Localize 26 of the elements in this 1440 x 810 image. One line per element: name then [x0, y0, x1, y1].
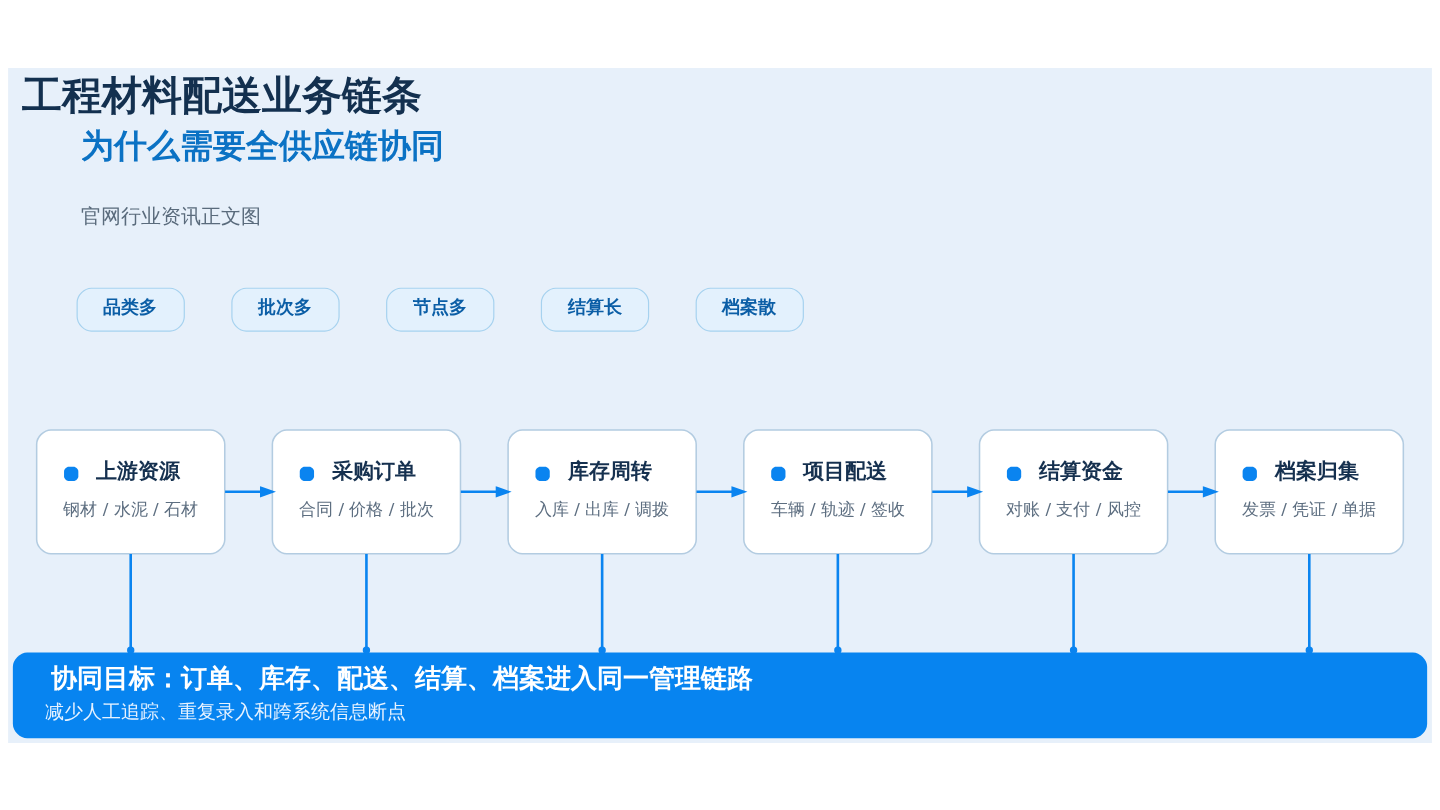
arrow: [225, 485, 276, 497]
connector: [362, 553, 371, 654]
node-box: 节点多: [386, 287, 495, 332]
node-box: 项目配送 车辆 / 轨迹 / 签收: [743, 428, 933, 554]
diagram-title: 工程材料配送业务链条: [22, 70, 423, 119]
node-box: 批次多: [231, 287, 340, 332]
node-box: 档案散: [695, 287, 804, 332]
node-box: 结算长: [540, 287, 650, 332]
connector: [1305, 553, 1313, 654]
arrow: [696, 485, 748, 497]
label: 为什么需要全供应链协同: [80, 125, 444, 165]
node-box: 档案归集 发票 / 凭证 / 单据: [1214, 428, 1405, 554]
label: 官网行业资讯正文图: [80, 203, 261, 228]
arrow: [460, 485, 512, 497]
connector: [834, 553, 842, 654]
arrow: [1167, 485, 1219, 497]
node-box: 上游资源 钢材 / 水泥 / 石材: [35, 428, 226, 554]
node-box: 采购订单 合同 / 价格 / 批次: [271, 428, 462, 554]
node-box: 协同目标：订单、库存、配送、结算、档案进入同一管理链路 减少人工追踪、重复录入和跨系统信息断点: [12, 652, 1428, 738]
connector: [1069, 553, 1078, 654]
connector: [598, 553, 606, 654]
node-box: 库存周转 入库 / 出库 / 调拨: [507, 428, 697, 554]
node-box: 品类多: [76, 287, 185, 332]
connector: [127, 553, 135, 654]
arrow: [932, 485, 984, 497]
node-box: 结算资金 对账 / 支付 / 风控: [978, 428, 1169, 554]
